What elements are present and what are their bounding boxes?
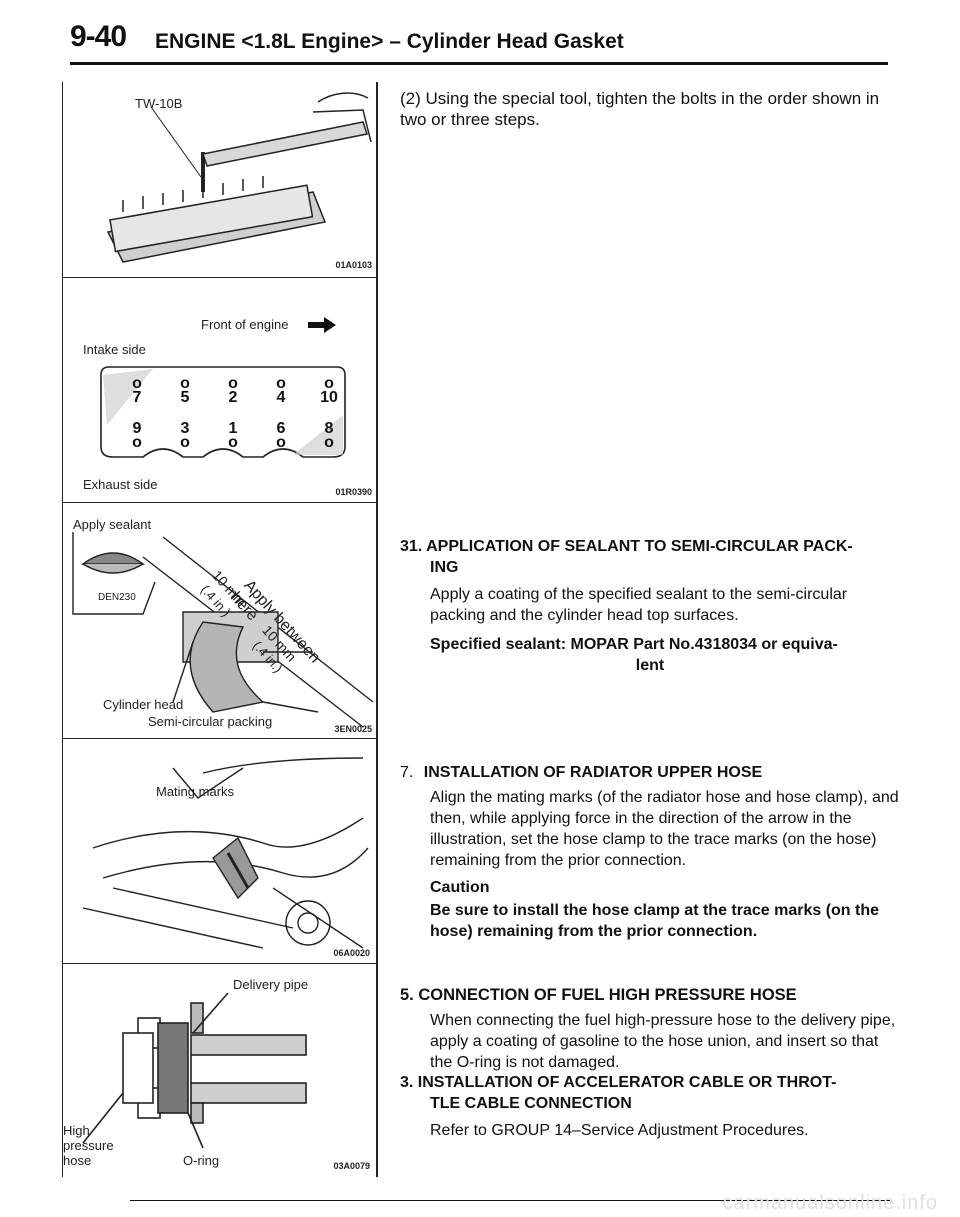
bolt-circle-icon: o (324, 375, 334, 392)
bolt-circle-icon: o (276, 434, 286, 451)
section-7-title: INSTALLATION OF RADIATOR UPPER HOSE (423, 764, 763, 781)
section-31-spec-line2: lent (635, 657, 665, 674)
section-31-title-line2: ING (430, 559, 459, 576)
bolt-circle-icon: o (180, 434, 190, 451)
figure-code: 01R0390 (335, 487, 372, 497)
section-3-title-line2: TLE CABLE CONNECTION (430, 1095, 632, 1112)
hp-line-2: pressure (63, 1138, 114, 1153)
cylinder-head-label: Cylinder head (103, 697, 184, 712)
bolt-circle-icon: o (132, 434, 142, 451)
apply-sealant-label: Apply sealant (73, 517, 152, 532)
intro-step-text: (2) Using the special tool, tighten the … (400, 89, 880, 129)
section-3: 3. INSTALLATION OF ACCELERATOR CABLE OR … (400, 1072, 900, 1141)
figure-special-tool: TW-10B 01A0103 (63, 82, 376, 278)
figure-radiator-hose: Mating marks 06A0020 (63, 738, 376, 964)
section-3-title-line1: 3. INSTALLATION OF ACCELERATOR CABLE OR … (400, 1074, 837, 1091)
intake-side-label: Intake side (83, 342, 146, 357)
bolt-circle-icon: o (324, 434, 334, 451)
bolt-number: 9 (132, 420, 142, 437)
packing-label: Semi-circular packing (148, 714, 273, 729)
sealant-illustration (72, 532, 374, 728)
section-5-body: When connecting the fuel high-pressure h… (430, 1012, 896, 1071)
high-pressure-hose-label: High pressure hose (63, 1123, 114, 1168)
delivery-pipe-label: Delivery pipe (233, 977, 309, 992)
bolt-circle-icon: o (276, 375, 286, 392)
bolt-number: 3 (180, 420, 190, 437)
figure-sealant: Apply sealant DEN230 Apply between here … (63, 502, 376, 739)
hp-line-3: hose (63, 1153, 92, 1168)
bolt-number: 2 (228, 389, 238, 406)
hp-line-1: High (63, 1123, 90, 1138)
cylinder-head-outline (100, 366, 346, 458)
bolt-circle-icon: o (228, 434, 238, 451)
page-number: 9-40 (70, 20, 127, 53)
figure-code: 06A0020 (333, 948, 370, 958)
exhaust-side-label: Exhaust side (83, 477, 158, 492)
section-7-number: 7. (400, 764, 414, 781)
tool-label: TW-10B (135, 96, 183, 111)
sealant-code-label: DEN230 (98, 592, 136, 603)
tool-illustration (106, 92, 372, 263)
bolt-circle-icon: o (228, 375, 238, 392)
front-of-engine-label: Front of engine (201, 317, 289, 332)
section-7: 7. INSTALLATION OF RADIATOR UPPER HOSE A… (400, 762, 900, 942)
bolt-number: 1 (228, 420, 238, 437)
bolt-circle-icon: o (132, 375, 142, 392)
section-7-body: Align the mating marks (of the radiator … (430, 789, 899, 869)
section-5: 5. CONNECTION OF FUEL HIGH PRESSURE HOSE… (400, 985, 900, 1073)
section-3-body: Refer to GROUP 14–Service Adjustment Pro… (430, 1122, 809, 1139)
front-arrow-icon (308, 317, 336, 333)
section-5-title: 5. CONNECTION OF FUEL HIGH PRESSURE HOSE (400, 986, 797, 1004)
bolt-number: 8 (324, 420, 334, 437)
bolt-number: 6 (276, 420, 286, 437)
figure-column: TW-10B 01A0103 Front of engine Intake si… (62, 82, 378, 1177)
radiator-hose-illustration (82, 757, 369, 949)
figure-delivery-pipe: Delivery pipe High pressure hose O-ring … (63, 963, 376, 1177)
watermark: carmanualsonline.info (722, 1192, 938, 1214)
section-7-caution-text: Be sure to install the hose clamp at the… (430, 902, 880, 940)
figure-code: 3EN0025 (334, 724, 372, 734)
page-title: ENGINE <1.8L Engine> – Cylinder Head Gas… (155, 30, 624, 53)
section-7-caution-label: Caution (430, 879, 490, 896)
bolt-number: 4 (276, 389, 286, 406)
section-31-body: Apply a coating of the specified sealant… (430, 586, 848, 624)
bolt-number: 10 (320, 389, 338, 406)
header-rule (70, 62, 888, 65)
section-31-spec-line1: Specified sealant: MOPAR Part No.4318034… (430, 636, 838, 653)
figure-code: 03A0079 (333, 1161, 370, 1171)
figure-code: 01A0103 (335, 260, 372, 270)
bolt-number: 7 (132, 389, 142, 406)
delivery-pipe-illustration (82, 992, 307, 1149)
footer-rule (130, 1200, 890, 1201)
section-31-title-line1: 31. APPLICATION OF SEALANT TO SEMI-CIRCU… (400, 538, 853, 555)
section-31: 31. APPLICATION OF SEALANT TO SEMI-CIRCU… (400, 536, 900, 676)
oring-label: O-ring (183, 1153, 220, 1168)
bolt-circle-icon: o (180, 375, 190, 392)
mating-marks-label: Mating marks (156, 784, 235, 799)
bolt-number: 5 (180, 389, 190, 406)
